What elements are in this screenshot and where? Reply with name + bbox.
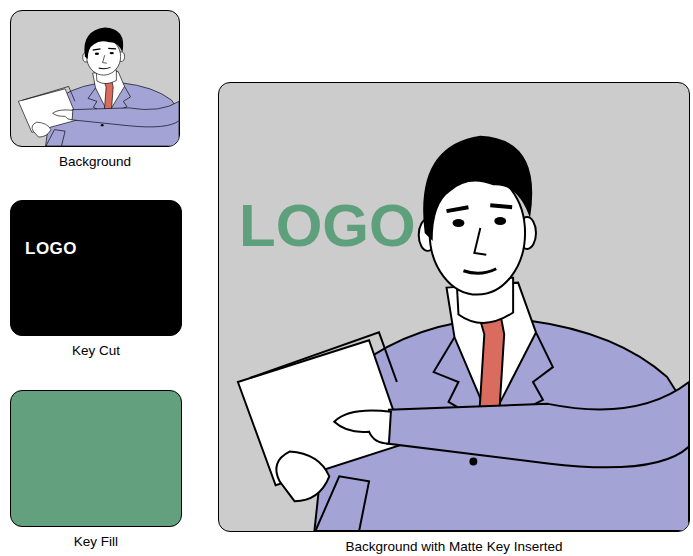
presenter-illustration [220,84,689,531]
panel-caption: Key Fill [10,534,182,549]
panel-caption: Background [10,154,180,169]
panel-frame: LOGO [10,200,182,336]
panel-caption: Background with Matte Key Inserted [218,539,690,554]
panel-frame [10,390,182,527]
image-panel: Key Fill [10,390,182,549]
image-panel: LOGO Key Cut [10,200,182,358]
small-illustration [12,12,179,146]
logo-text: LOGO [239,191,416,260]
logo-text: LOGO [25,239,77,259]
large-illustration [220,84,689,531]
presenter-illustration [12,12,179,146]
panel-caption: Key Cut [10,343,182,358]
